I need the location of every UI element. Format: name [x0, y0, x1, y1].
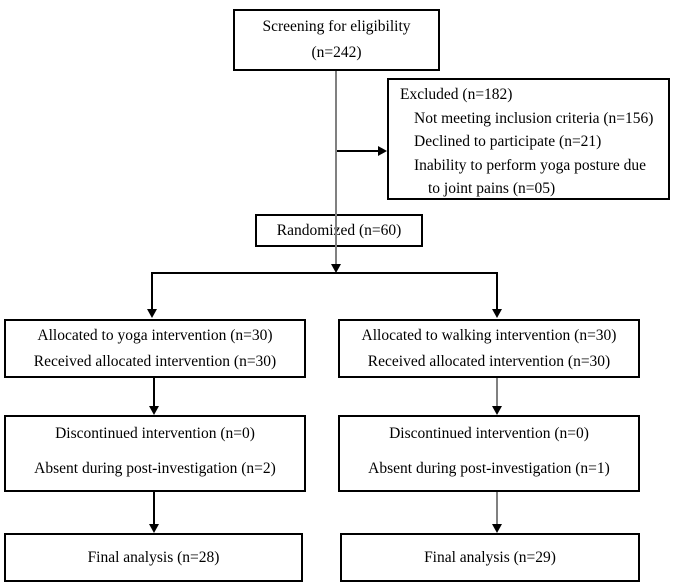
arrowhead-down-walking-followup-icon — [492, 406, 502, 415]
arrowhead-down-yoga-final-icon — [149, 524, 159, 533]
connector-screening-to-branch — [335, 71, 337, 266]
yoga-allocation-line2: Received allocated intervention (n=30) — [33, 352, 277, 370]
screening-box: Screening for eligibility (n=242) — [233, 9, 440, 71]
walking-allocation-line1: Allocated to walking intervention (n=30) — [361, 326, 617, 344]
screening-line1: Screening for eligibility — [262, 18, 411, 35]
arrowhead-down-walking-allocation-icon — [492, 309, 502, 318]
excluded-item-inability-line2: to joint pains (n=05) — [428, 180, 556, 197]
excluded-item-inability-line1: Inability to perform yoga posture due — [414, 156, 647, 174]
screening-count: (n=242) — [311, 44, 362, 61]
randomized-box: Randomized (n=60) — [255, 214, 423, 247]
excluded-item-inclusion-criteria: Not meeting inclusion criteria (n=156) — [414, 109, 654, 127]
arrowhead-right-excluded-icon — [378, 146, 387, 156]
walking-allocation-line2: Received allocated intervention (n=30) — [367, 352, 611, 370]
walking-discontinued-line: Discontinued intervention (n=0) — [389, 425, 589, 442]
connector-yoga-followup-to-final — [153, 492, 155, 525]
connector-branch-horizontal — [151, 272, 498, 274]
excluded-box: Excluded (n=182) Not meeting inclusion c… — [387, 78, 670, 200]
arrowhead-down-walking-final-icon — [492, 524, 502, 533]
yoga-discontinued-line: Discontinued intervention (n=0) — [55, 425, 255, 442]
walking-final-label: Final analysis (n=29) — [424, 548, 556, 566]
yoga-absent-line: Absent during post-investigation (n=2) — [34, 460, 276, 477]
connector-walking-followup-to-final — [496, 492, 498, 525]
walking-allocation-box: Allocated to walking intervention (n=30)… — [338, 319, 640, 378]
randomized-label: Randomized (n=60) — [276, 221, 402, 239]
yoga-final-label: Final analysis (n=28) — [87, 548, 220, 566]
yoga-allocation-box: Allocated to yoga intervention (n=30) Re… — [4, 319, 306, 378]
excluded-item-declined: Declined to participate (n=21) — [414, 133, 602, 150]
connector-walking-allocation-to-followup — [496, 378, 498, 407]
arrowhead-down-yoga-allocation-icon — [147, 309, 157, 318]
walking-final-analysis-box: Final analysis (n=29) — [340, 533, 640, 582]
connector-to-excluded — [337, 150, 379, 152]
connector-branch-to-yoga — [151, 272, 153, 310]
arrowhead-down-branch-junction-icon — [331, 264, 341, 273]
walking-followup-box: Discontinued intervention (n=0) Absent d… — [338, 415, 640, 492]
arrowhead-down-yoga-followup-icon — [149, 406, 159, 415]
excluded-title: Excluded (n=182) — [400, 86, 513, 103]
yoga-followup-box: Discontinued intervention (n=0) Absent d… — [4, 415, 306, 492]
yoga-final-analysis-box: Final analysis (n=28) — [4, 533, 303, 582]
yoga-allocation-line1: Allocated to yoga intervention (n=30) — [37, 326, 273, 344]
connector-branch-to-walking — [496, 272, 498, 310]
connector-yoga-allocation-to-followup — [153, 378, 155, 407]
walking-absent-line: Absent during post-investigation (n=1) — [368, 460, 610, 477]
